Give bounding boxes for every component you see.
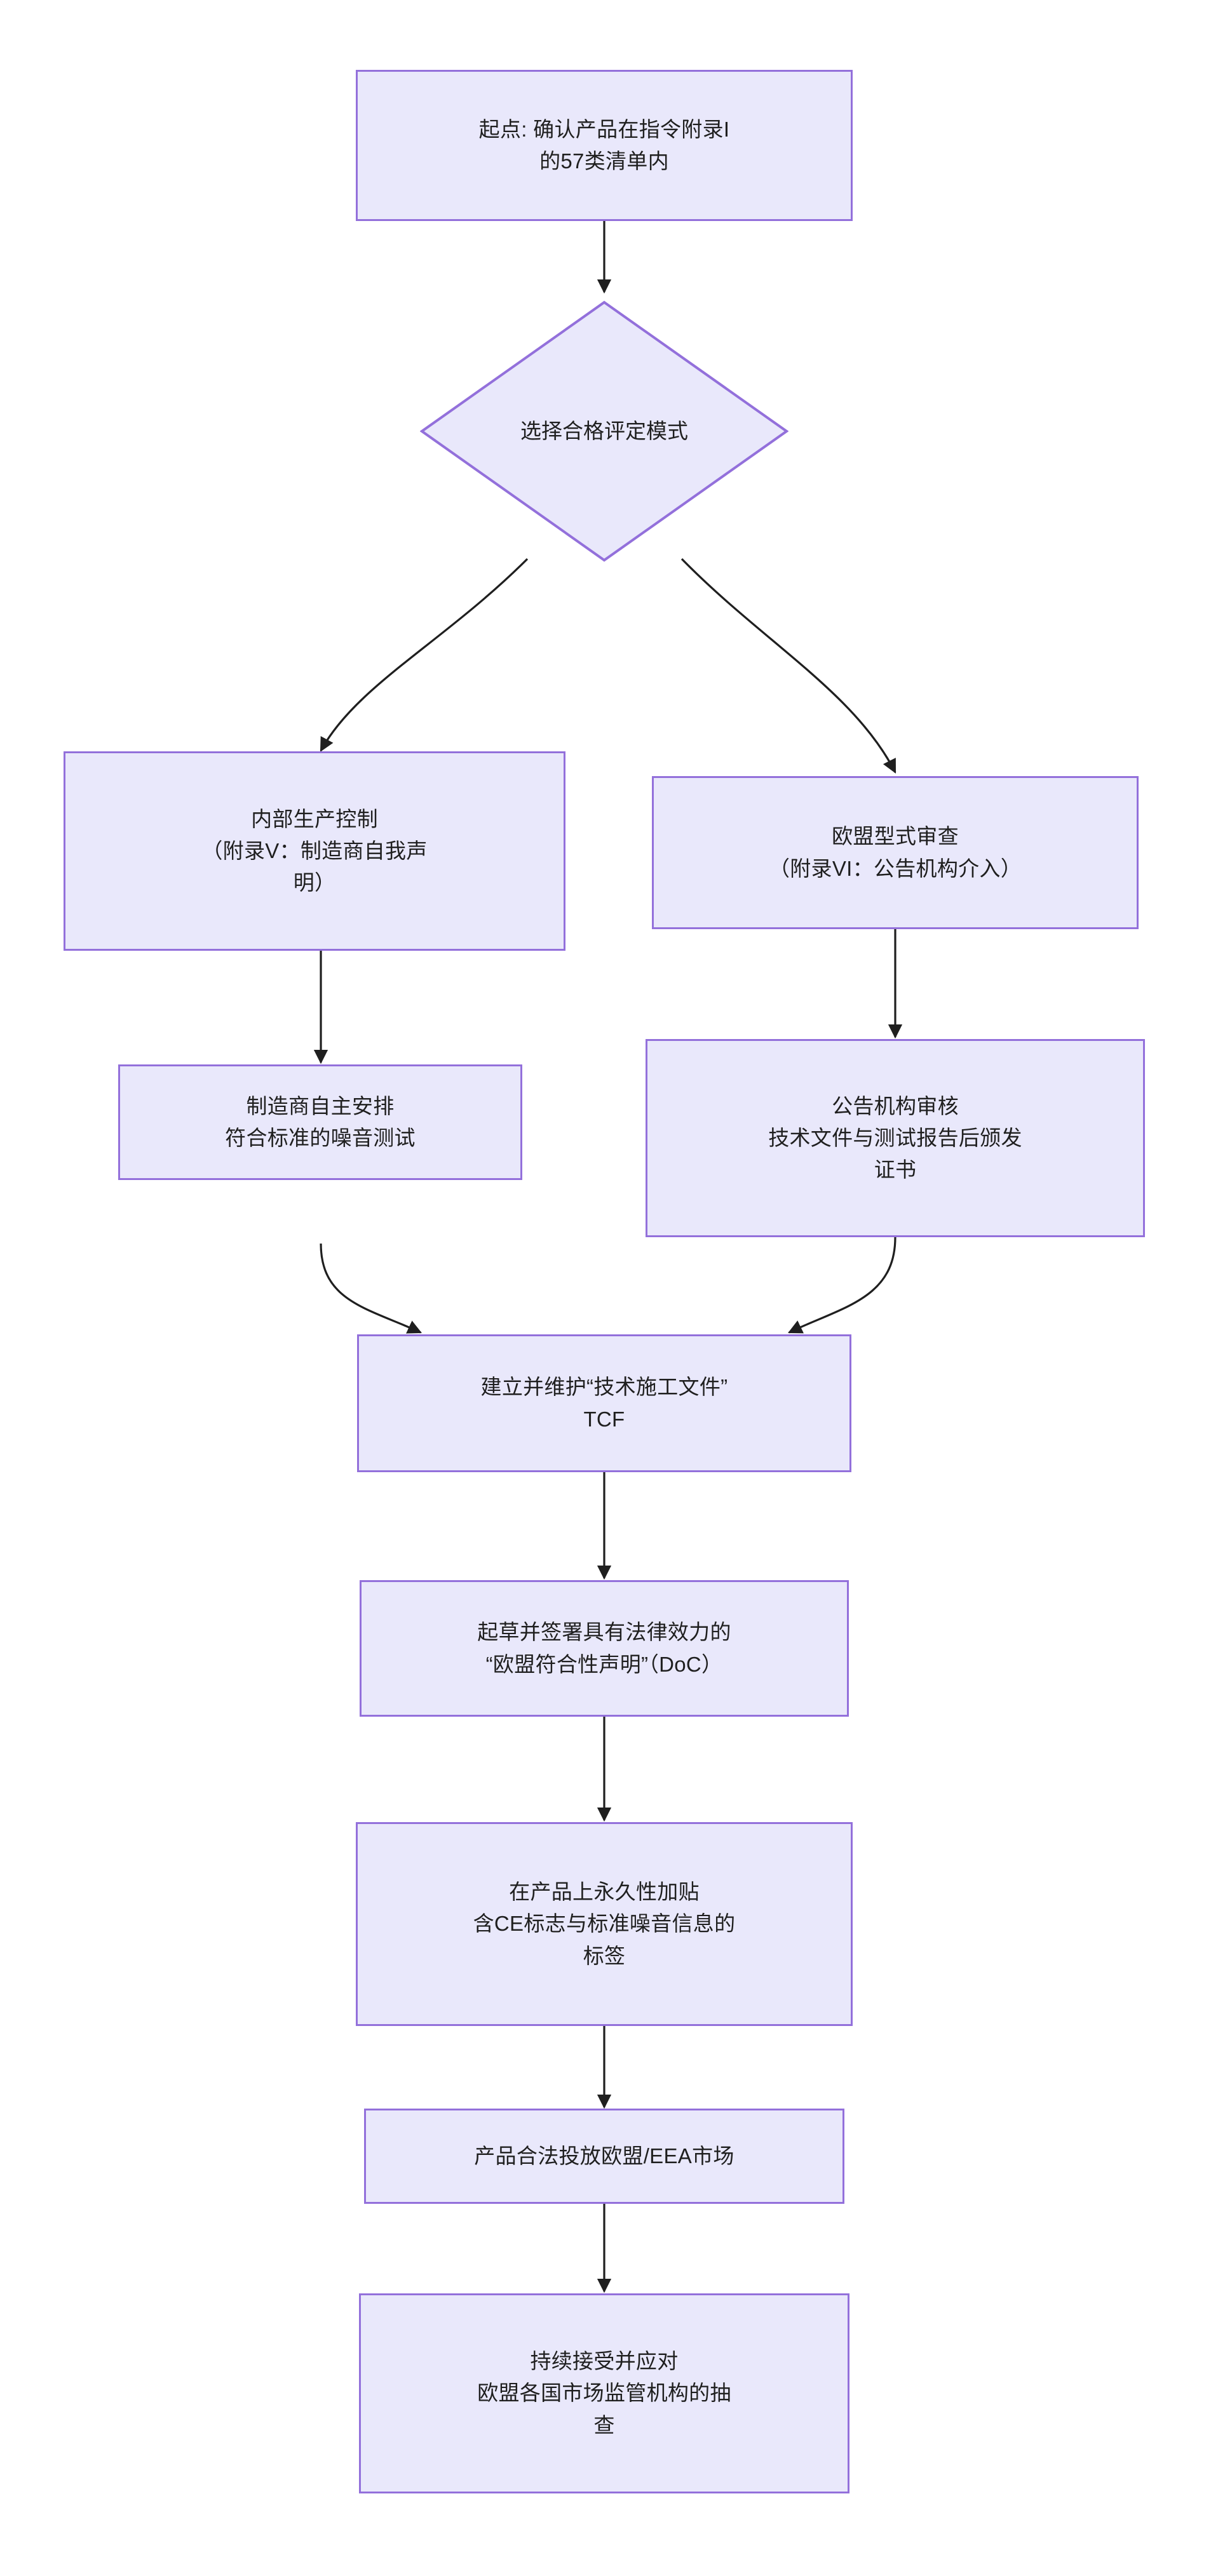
node-start-label: 起点: 确认产品在指令附录I 的57类清单内 <box>478 117 730 173</box>
edge-decision-to-internal-control <box>320 558 529 752</box>
diamond-shape <box>420 300 788 562</box>
node-surveillance[interactable]: 持续接受并应对 欧盟各国市场监管机构的抽 查 <box>359 2293 849 2493</box>
node-internal-control-label: 内部生产控制 （附录V：制造商自我声 明） <box>201 807 428 895</box>
node-start[interactable]: 起点: 确认产品在指令附录I 的57类清单内 <box>356 70 853 221</box>
node-ce-label-label: 在产品上永久性加贴 含CE标志与标准噪音信息的 标签 <box>473 1880 736 1968</box>
node-tcf[interactable]: 建立并维护“技术施工文件” TCF <box>357 1334 851 1472</box>
edge-notified-body-review-to-tcf <box>787 1237 897 1334</box>
node-doc-label: 起草并签署具有法律效力的 “欧盟符合性声明”（DoC） <box>477 1620 731 1676</box>
node-ce-label[interactable]: 在产品上永久性加贴 含CE标志与标准噪音信息的 标签 <box>356 1822 853 2026</box>
node-notified-body-review-label: 公告机构审核 技术文件与测试报告后颁发 证书 <box>768 1094 1022 1182</box>
edge-self-noise-test-to-tcf <box>320 1243 423 1334</box>
node-eu-type-exam-label: 欧盟型式审查 （附录VI：公告机构介入） <box>768 824 1022 880</box>
node-self-noise-test-label: 制造商自主安排 符合标准的噪音测试 <box>225 1094 416 1150</box>
node-decision-label: 选择合格评定模式 <box>520 419 688 443</box>
node-decision[interactable]: 选择合格评定模式 <box>420 300 788 562</box>
node-internal-control[interactable]: 内部生产控制 （附录V：制造商自我声 明） <box>64 751 565 951</box>
edge-decision-to-eu-type-exam <box>680 558 897 774</box>
node-doc[interactable]: 起草并签署具有法律效力的 “欧盟符合性声明”（DoC） <box>360 1580 849 1717</box>
node-market-placement[interactable]: 产品合法投放欧盟/EEA市场 <box>364 2109 844 2204</box>
node-eu-type-exam[interactable]: 欧盟型式审查 （附录VI：公告机构介入） <box>652 776 1139 929</box>
node-self-noise-test[interactable]: 制造商自主安排 符合标准的噪音测试 <box>118 1064 522 1180</box>
node-surveillance-label: 持续接受并应对 欧盟各国市场监管机构的抽 查 <box>477 2349 731 2437</box>
node-tcf-label: 建立并维护“技术施工文件” TCF <box>480 1375 728 1431</box>
node-market-placement-label: 产品合法投放欧盟/EEA市场 <box>474 2143 734 2168</box>
node-notified-body-review[interactable]: 公告机构审核 技术文件与测试报告后颁发 证书 <box>646 1039 1145 1237</box>
